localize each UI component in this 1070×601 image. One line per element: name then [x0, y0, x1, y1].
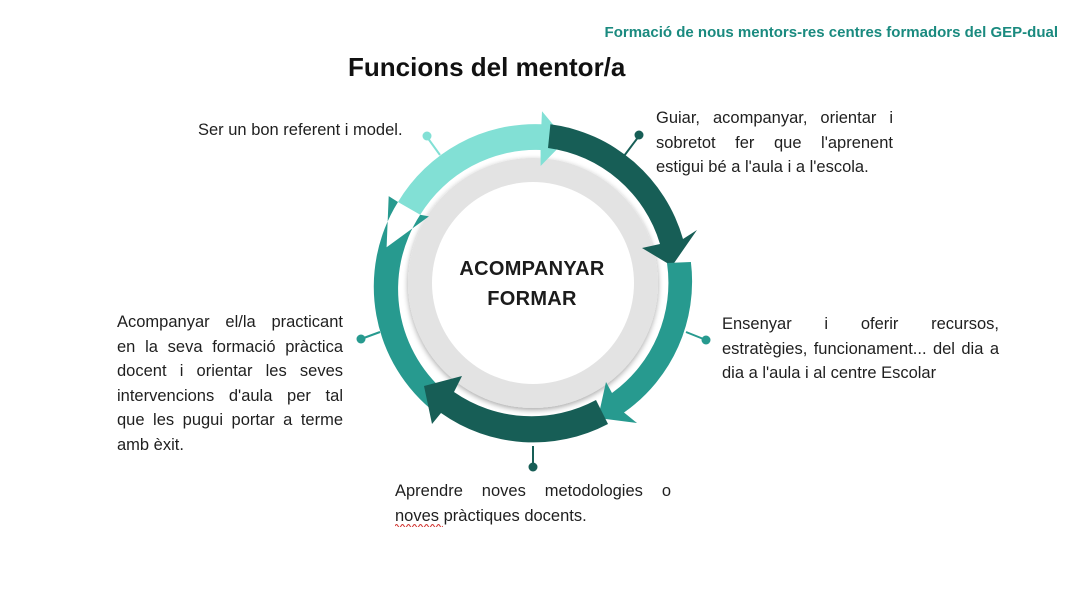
function-label-teach: Ensenyar i oferir recursos, estratègies,…: [722, 315, 999, 382]
center-line-2: FORMAR: [487, 288, 577, 310]
function-label-guide: Guiar, acompanyar, orientar i sobretot f…: [656, 109, 893, 176]
connector-3: [685, 331, 711, 345]
inner-circle: [432, 182, 634, 384]
spellcheck-underline: [395, 524, 443, 527]
cycle-arrow-mid-left: [373, 196, 451, 414]
connector-2: [623, 130, 644, 157]
function-label-role-model: Ser un bon referent i model.: [198, 121, 403, 139]
center-line-1: ACOMPANYAR: [459, 258, 605, 280]
cycle-arrow-mid-right: [598, 262, 693, 423]
function-label-learn: Aprendre noves metodologies o noves pràc…: [395, 482, 671, 525]
connector-5: [356, 331, 381, 344]
connector-4: [528, 446, 538, 472]
cycle-arrow-light: [398, 111, 566, 215]
slide-title: Funcions del mentor/a: [348, 52, 626, 82]
cycle-arrow-dark-bottom: [424, 376, 608, 443]
connector-1: [422, 131, 441, 156]
function-label-accompany: Acompanyar el/la practicant en la seva f…: [117, 313, 343, 454]
cycle-arrow-dark-top: [548, 124, 697, 266]
presentation-header: Formació de nous mentors-res centres for…: [604, 24, 1058, 41]
cycle-center-label: ACOMPANYAR FORMAR: [432, 254, 632, 314]
